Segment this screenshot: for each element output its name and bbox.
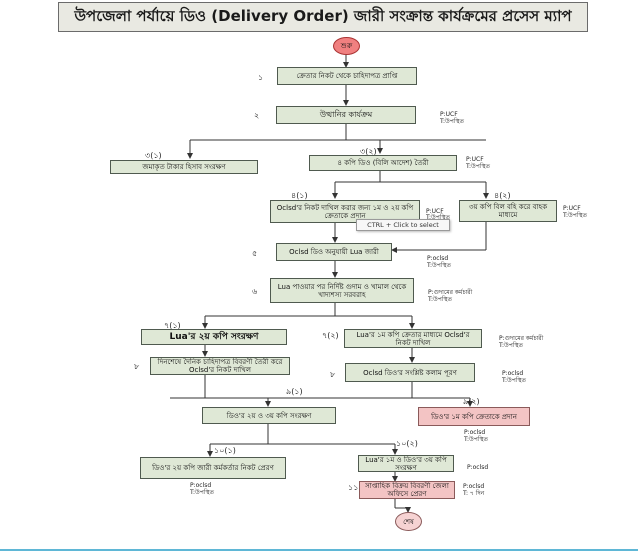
step-4-1-box: Oclsd'র নিকট দাখিল করার জন্য ১ম ও ২য় কপ… (270, 200, 420, 223)
end-node: শেষ (395, 512, 422, 531)
step-11-note-p: P:oclsd (463, 483, 485, 490)
step-3-2-note-p: P:UCF (466, 156, 484, 163)
step-8b-note-t: T:উপস্থিত (502, 377, 526, 384)
step-6-note-p: P:গুদামের কর্মচারী (428, 289, 473, 296)
step-11-box: সাপ্তাহিক বিক্রয় বিবরণী জেলা অফিসে প্রে… (359, 481, 455, 499)
step-3-2-note-t: T:উপস্থিত (466, 163, 490, 170)
step-5-number: ৫ (252, 249, 258, 258)
step-9-2-note-t: T:উপস্থিত (464, 436, 488, 443)
step-10-2-box: Lua'র ১ম ও ডিও'র ৩য় কপি সংরক্ষণ (358, 455, 454, 472)
step-4-1-note-t: T:উপস্থিত (426, 214, 450, 221)
step-6-box: Lua পাওয়ার পর নির্দিষ্ট গুদাম ও খামাল থ… (270, 278, 414, 303)
step-6-number: ৬ (252, 287, 258, 296)
step-5-box: Oclsd ডিও অনুযায়ী Lua জারী (276, 243, 392, 261)
step-8b-number: ৮ (330, 370, 336, 379)
step-3-2-box: ৪ কপি ডিও (বিলি আদেশ) তৈরী (309, 155, 457, 171)
step-1-number: ১ (258, 73, 264, 82)
step-10-1-number: ১০(১) (214, 446, 236, 455)
step-10-1-box: ডিও'র ২য় কপি জারী কর্মকর্তার নিকট প্রের… (140, 457, 286, 479)
step-8a-number: ৮ (134, 362, 140, 371)
step-7-2-number: ৭(২) (322, 331, 339, 340)
step-3-1-box: জমাকৃত টাকার হিসাব সংরক্ষণ (110, 160, 258, 174)
start-node: শুরু (333, 37, 360, 55)
page-title: উপজেলা পর্যায়ে ডিও (Delivery Order) জার… (58, 2, 588, 32)
step-10-2-note-p: P:oclsd (467, 464, 489, 471)
step-3-1-number: ৩(১) (145, 151, 162, 160)
step-5-note-t: T:উপস্থিত (427, 262, 451, 269)
step-7-2-box: Lua'র ১ম কপি ক্রেতার মাধ্যমে Oclsd'র নিক… (344, 329, 482, 348)
step-10-1-note-p: P:oclsd (190, 482, 212, 489)
step-4-2-note-t: T:উপস্থিত (563, 212, 587, 219)
step-4-1-number: ৪(১) (291, 191, 308, 200)
step-2-box: উত্থানির কার্যক্রম (276, 106, 416, 124)
step-8a-box: দিনশেষে দৈনিক চাহিদাপত্র বিবরণী তৈরী করে… (150, 357, 290, 375)
step-3-2-number: ৩(২) (360, 147, 377, 156)
step-1-box: ক্রেতার নিকট থেকে চাহিদাপত্র প্রাপ্তি (277, 67, 417, 85)
step-11-note-t: T: ৭ দিন (463, 490, 485, 497)
step-6-note-t: T:উপস্থিত (428, 296, 452, 303)
step-7-1-box: Lua'র ২য় কপি সংরক্ষণ (141, 329, 287, 345)
ctrl-click-tooltip: CTRL + Click to select (356, 219, 450, 231)
step-4-2-box: ৩য় কপি বিল বহি করে বাহক মাধ্যমে (459, 200, 557, 222)
step-9-2-note-p: P:oclsd (464, 429, 486, 436)
step-9-1-number: ৯(১) (286, 387, 303, 396)
step-10-2-number: ১০(২) (396, 439, 418, 448)
step-10-1-note-t: T:উপস্থিত (190, 489, 214, 496)
step-2-note-p: P:UCF (440, 111, 458, 118)
step-7-1-number: ৭(১) (164, 321, 181, 330)
step-9-1-box: ডিও'র ২য় ও ৩য় কপি সংরক্ষণ (202, 407, 336, 424)
step-4-2-number: ৪(২) (494, 191, 511, 200)
step-7-2-note-t: T:উপস্থিত (499, 342, 523, 349)
step-11-number: ১১ (348, 483, 359, 492)
step-2-note-t: T:উপস্থিত (440, 118, 464, 125)
step-8b-box: Oclsd ডিও'র সংশ্লিষ্ট কলাম পূরণ (345, 363, 475, 382)
step-9-2-box: ডিও'র ১ম কপি ক্রেতাকে প্রদান (418, 407, 530, 426)
step-7-2-note-p: P:গুদামের কর্মচারী (499, 335, 544, 342)
step-9-2-number: ৯(২) (463, 397, 480, 406)
step-2-number: ২ (254, 111, 260, 120)
step-8b-note-p: P:oclsd (502, 370, 524, 377)
step-4-2-note-p: P:UCF (563, 205, 581, 212)
step-5-note-p: P:oclsd (427, 255, 449, 262)
bottom-border-line (0, 549, 638, 551)
step-4-1-note-p: P:UCF (426, 208, 444, 215)
